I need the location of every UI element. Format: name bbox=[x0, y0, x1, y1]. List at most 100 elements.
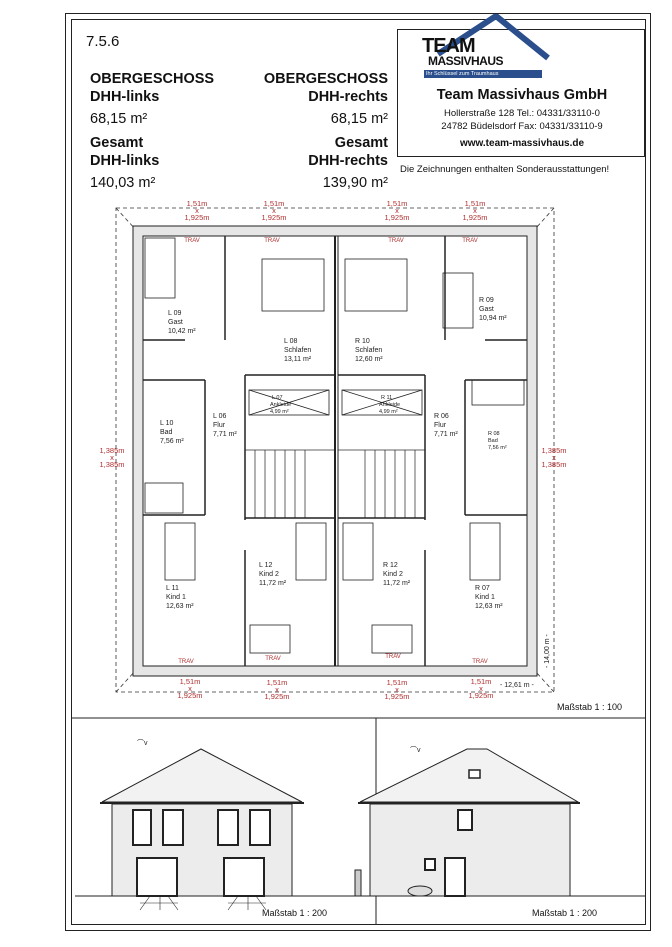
svg-text:TRAV: TRAV bbox=[264, 238, 280, 244]
right-total-unit: DHH-rechts bbox=[308, 153, 388, 169]
window bbox=[457, 809, 473, 831]
entrance-door bbox=[444, 857, 466, 897]
bird-icon: ⌒v bbox=[137, 739, 148, 747]
left-floor: OBERGESCHOSS bbox=[90, 71, 215, 87]
patio-door bbox=[223, 857, 265, 897]
right-floor-area: 68,15 m² bbox=[330, 111, 388, 127]
left-unit-info: OBERGESCHOSS DHH-links 68,15 m² Gesamt D… bbox=[90, 70, 230, 192]
right-total-area: 139,90 m² bbox=[322, 175, 388, 191]
shower-left bbox=[144, 482, 184, 514]
left-total-label: Gesamt bbox=[90, 135, 144, 151]
logo-team: TEAM bbox=[422, 35, 476, 57]
right-unit-info: OBERGESCHOSS DHH-rechts 68,15 m² Gesamt … bbox=[238, 70, 388, 192]
bed-kind1-right bbox=[469, 522, 501, 581]
stairs bbox=[244, 449, 426, 519]
window bbox=[249, 809, 271, 846]
svg-text:TRAV: TRAV bbox=[472, 659, 488, 665]
special-equipment-note: Die Zeichnungen enthalten Sonderausstatt… bbox=[400, 164, 610, 175]
patio-door bbox=[136, 857, 178, 897]
right-floor: OBERGESCHOSS bbox=[263, 71, 388, 87]
bathtub-right bbox=[471, 379, 525, 406]
side-elevation-scale: Maßstab 1 : 200 bbox=[532, 908, 597, 918]
company-website[interactable]: www.team-massivhaus.de bbox=[459, 138, 585, 149]
bed-guest-right bbox=[442, 272, 474, 329]
right-total-label: Gesamt bbox=[334, 135, 388, 151]
sheet-number: 7.5.6 bbox=[86, 33, 120, 50]
person-figure bbox=[354, 869, 362, 897]
svg-text:TRAV: TRAV bbox=[178, 659, 194, 665]
window bbox=[217, 809, 239, 846]
width-dimension: - 12,61 m - bbox=[500, 682, 535, 689]
left-total-area: 140,03 m² bbox=[90, 175, 156, 191]
logo-roof-icon bbox=[436, 14, 550, 61]
wardrobe-right bbox=[341, 389, 423, 416]
right-unit: DHH-rechts bbox=[308, 89, 388, 105]
left-floor-area: 68,15 m² bbox=[90, 111, 148, 127]
bird-icon: ⌒v bbox=[410, 746, 421, 754]
depth-dimension: - 14,00 m - bbox=[544, 633, 551, 668]
svg-text:TRAV: TRAV bbox=[385, 654, 401, 660]
svg-text:TRAV: TRAV bbox=[265, 656, 281, 662]
window bbox=[162, 809, 184, 846]
svg-text:TRAV: TRAV bbox=[462, 238, 478, 244]
bed-guest-left bbox=[144, 237, 176, 299]
front-elevation bbox=[75, 748, 372, 911]
company-address-1: Hollerstraße 128 Tel.: 04331/33110-0 bbox=[444, 108, 600, 119]
svg-text:TRAV: TRAV bbox=[184, 238, 200, 244]
svg-text:TRAV: TRAV bbox=[388, 238, 404, 244]
front-elevation-scale: Maßstab 1 : 200 bbox=[262, 908, 327, 918]
furniture bbox=[144, 237, 525, 654]
window-labels: TRAV TRAV TRAV TRAV TRAV TRAV TRAV TRAV bbox=[178, 238, 488, 665]
wardrobe-left bbox=[248, 389, 330, 416]
sheet-inner-frame bbox=[71, 19, 646, 925]
left-unit: DHH-links bbox=[90, 89, 160, 105]
bush bbox=[407, 885, 433, 897]
side-elevation bbox=[346, 748, 646, 897]
bed-kind2-left bbox=[295, 522, 327, 581]
roof-window bbox=[468, 769, 481, 779]
logo-slogan: Ihr Schlüssel zum Traumhaus bbox=[424, 70, 542, 78]
window bbox=[132, 809, 152, 846]
left-total-unit: DHH-links bbox=[90, 153, 160, 169]
company-name: Team Massivhaus GmbH bbox=[436, 87, 608, 103]
company-box: TEAM MASSIVHAUS Ihr Schlüssel zum Traumh… bbox=[397, 14, 645, 157]
company-address-2: 24782 Büdelsdorf Fax: 04331/33110-9 bbox=[441, 121, 603, 132]
bed-kind2-right bbox=[342, 522, 374, 581]
sheet-outer-frame bbox=[65, 13, 651, 931]
window bbox=[424, 858, 436, 871]
double-bed-left bbox=[261, 258, 325, 312]
double-bed-right bbox=[344, 258, 408, 312]
logo-massivhaus: MASSIVHAUS bbox=[428, 54, 504, 68]
desk-left bbox=[249, 624, 291, 654]
plan-scale: Maßstab 1 : 100 bbox=[557, 702, 622, 712]
bed-kind1-left bbox=[164, 522, 196, 581]
desk-right bbox=[371, 624, 413, 654]
